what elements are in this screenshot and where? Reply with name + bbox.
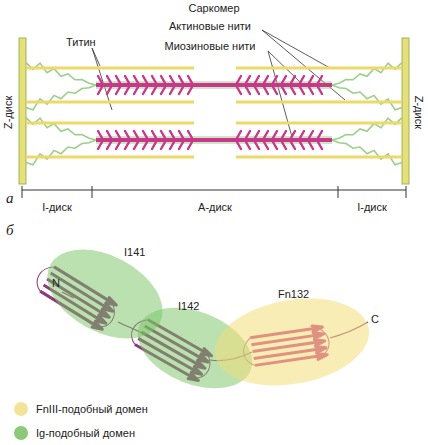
myosin-head: [309, 131, 313, 149]
myosin-head: [161, 76, 165, 94]
part-label: Саркомер: [188, 2, 239, 15]
titin-line: [96, 81, 332, 82]
myosin-head: [188, 131, 192, 149]
myosin-head: [98, 131, 102, 149]
part-label: N: [52, 277, 60, 290]
myosin-head: [134, 76, 138, 94]
myosin-head: [264, 131, 268, 149]
part-label: А-диск: [198, 201, 232, 214]
titin-line: [26, 118, 96, 140]
myosin-head: [107, 76, 111, 94]
panel-letter: а: [6, 190, 14, 207]
z-disk: [19, 38, 26, 184]
myosin-head: [309, 76, 313, 94]
actin-filament: [26, 122, 194, 125]
legend-swatch: [14, 426, 28, 440]
myosin-head: [152, 131, 156, 149]
actin-filament: [26, 101, 194, 104]
part-label: Титин: [66, 36, 96, 49]
domain-label: I141: [124, 246, 145, 258]
myosin-head: [282, 76, 286, 94]
actin-filament: [26, 156, 194, 159]
titin-line: [96, 87, 332, 88]
domain-ellipse: Fn132: [212, 288, 374, 388]
myosin-head: [143, 131, 147, 149]
myosin-head: [255, 131, 259, 149]
myosin-head: [237, 76, 241, 94]
part-label: I-диск: [357, 201, 387, 214]
part-label: Актиновые нити: [169, 20, 251, 33]
actin-filament: [236, 101, 402, 104]
myosin-head: [170, 76, 174, 94]
legend-swatch: [14, 402, 28, 416]
part-label: Миозиновые нити: [164, 40, 255, 53]
titin-line: [96, 142, 332, 143]
ellipse-outline: [212, 288, 374, 388]
domain-label: I142: [178, 300, 199, 312]
myosin-head: [264, 76, 268, 94]
myosin-head: [125, 76, 129, 94]
z-disk-label: Z-диск: [3, 95, 16, 128]
myosin-head: [300, 131, 304, 149]
part-label: I-диск: [42, 201, 72, 214]
domain-fill: [212, 288, 374, 388]
myosin-head: [116, 131, 120, 149]
actin-filament: [26, 67, 194, 70]
myosin-head: [255, 76, 259, 94]
z-disk: [402, 38, 409, 184]
titin-line: [332, 118, 402, 140]
myosin-head: [179, 131, 183, 149]
myosin-head: [273, 131, 277, 149]
myosin-head: [116, 76, 120, 94]
actin-filament: [236, 67, 402, 70]
myosin-head: [170, 131, 174, 149]
myosin-head: [318, 131, 322, 149]
myosin-head: [107, 131, 111, 149]
myosin-head: [161, 131, 165, 149]
band-bracket: [22, 186, 406, 198]
myosin-head: [291, 76, 295, 94]
myosin-head: [152, 76, 156, 94]
titin-line: [26, 63, 96, 85]
myosin-head: [300, 76, 304, 94]
myosin-head: [125, 131, 129, 149]
titin-line: [96, 136, 332, 137]
myosin-head: [291, 131, 295, 149]
myosin-filament: [96, 83, 332, 87]
filaments: [26, 63, 402, 165]
titin-line: [332, 63, 402, 85]
myosin-head: [273, 76, 277, 94]
myosin-head: [246, 76, 250, 94]
legend-text: Ig-подобный домен: [36, 427, 135, 440]
myosin-head: [188, 76, 192, 94]
myosin-head: [98, 76, 102, 94]
panel-letter: б: [6, 222, 14, 239]
domain-label: Fn132: [278, 288, 309, 300]
titin-line: [26, 140, 96, 165]
titin-line: [332, 140, 402, 165]
myosin-head: [134, 131, 138, 149]
leader-line: [92, 30, 345, 137]
myosin-head: [179, 76, 183, 94]
z-disk-label: Z-диск: [413, 95, 426, 128]
myosin-head: [143, 76, 147, 94]
myosin-filament: [96, 138, 332, 142]
actin-filament: [236, 122, 402, 125]
actin-filament: [236, 156, 402, 159]
myosin-head: [237, 131, 241, 149]
titin-line: [26, 85, 96, 110]
titin-line: [332, 85, 402, 110]
legend-text: FnIII-подобный домен: [36, 403, 148, 416]
myosin-head: [318, 76, 322, 94]
myosin-head: [246, 131, 250, 149]
myosin-head: [282, 131, 286, 149]
part-label: C: [371, 313, 379, 326]
